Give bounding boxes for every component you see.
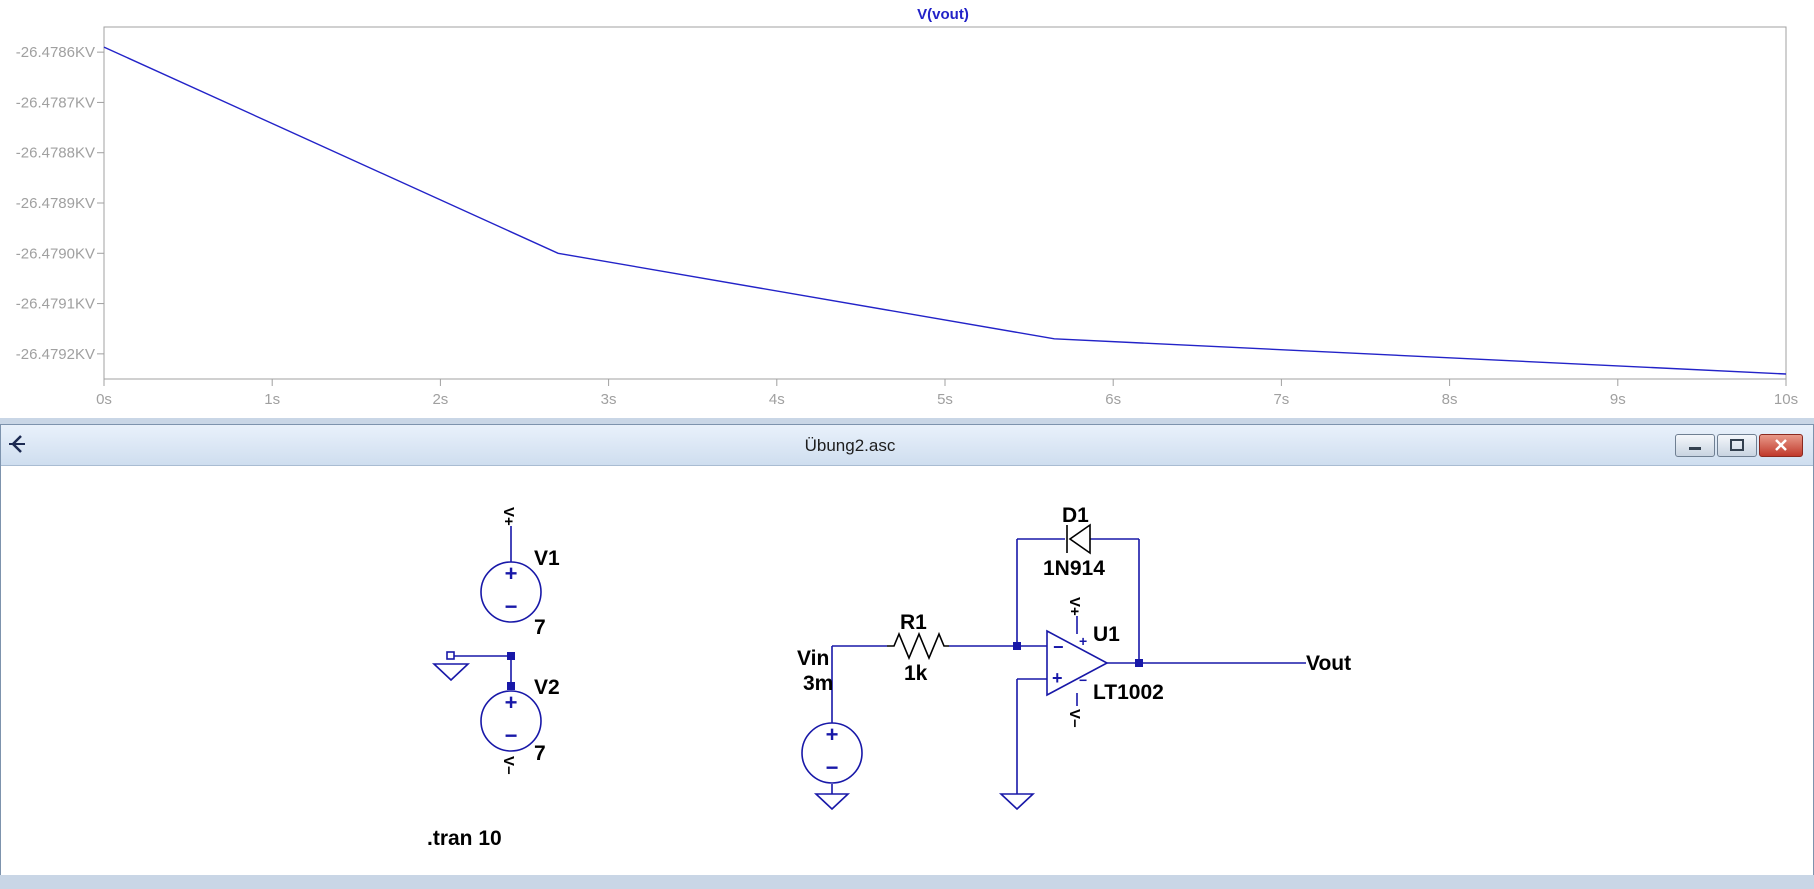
schematic-drawing: + − + − + − − + + − V+ — [427, 504, 1351, 850]
maximize-icon — [1730, 439, 1744, 451]
y-tick-label: -26.4787KV — [16, 94, 95, 111]
y-tick-label: -26.4791KV — [16, 296, 95, 313]
pane-splitter[interactable] — [0, 418, 1814, 424]
trace-label[interactable]: V(vout) — [917, 6, 969, 23]
vin-plus: + — [826, 722, 839, 747]
d1-model[interactable]: 1N914 — [1043, 557, 1105, 580]
junction — [507, 652, 515, 660]
y-tick-label: -26.4788KV — [16, 145, 95, 162]
vin-name[interactable]: Vin — [797, 647, 829, 670]
v2-plus: + — [505, 690, 518, 715]
junction — [507, 682, 515, 690]
series-line-vout[interactable] — [103, 46, 1787, 375]
waveform-viewer[interactable]: V(vout) -26.4786KV-26.4787KV-26.4788KV-2… — [0, 0, 1814, 418]
close-button[interactable] — [1759, 434, 1803, 457]
u1-noninv-sign: + — [1052, 668, 1063, 688]
x-tick-label: 10s — [1774, 391, 1798, 408]
maximize-button[interactable] — [1717, 434, 1757, 457]
window-titlebar[interactable]: Übung2.asc — [1, 425, 1813, 466]
y-tick-label: -26.4792KV — [16, 346, 95, 363]
x-tick-label: 3s — [601, 391, 617, 408]
close-icon — [1775, 439, 1787, 451]
u1-vminus-label[interactable]: V− — [1066, 709, 1083, 728]
minimize-icon — [1689, 447, 1701, 450]
v2-value[interactable]: 7 — [534, 742, 546, 765]
v2-name[interactable]: V2 — [534, 676, 560, 699]
x-tick-label: 6s — [1105, 391, 1121, 408]
u1-vminus-sign: − — [1079, 672, 1087, 688]
x-tick-label: 2s — [432, 391, 448, 408]
x-tick-label: 0s — [96, 391, 112, 408]
x-tick-label: 8s — [1442, 391, 1458, 408]
y-tick-label: -26.4786KV — [16, 44, 95, 61]
minimize-button[interactable] — [1675, 434, 1715, 457]
y-tick-label: -26.4790KV — [16, 245, 95, 262]
r1-name[interactable]: R1 — [900, 611, 927, 634]
v1-name[interactable]: V1 — [534, 547, 560, 570]
x-tick-label: 5s — [937, 391, 953, 408]
ground-symbol[interactable] — [813, 793, 851, 811]
u1-vplus-sign: + — [1079, 633, 1087, 649]
plot-svg: V(vout) -26.4786KV-26.4787KV-26.4788KV-2… — [16, 6, 1798, 408]
voltage-source-v2[interactable] — [480, 690, 542, 752]
x-tick-label: 4s — [769, 391, 785, 408]
traces — [103, 46, 1787, 375]
schematic-window[interactable]: Übung2.asc — [0, 424, 1814, 889]
u1-inv-sign: − — [1053, 637, 1064, 657]
v1-plus: + — [505, 561, 518, 586]
v1-value[interactable]: 7 — [534, 616, 546, 639]
vin-value[interactable]: 3m — [803, 672, 833, 695]
ground-symbol[interactable] — [431, 651, 471, 682]
window-title: Übung2.asc — [804, 436, 896, 455]
x-tick-label: 7s — [1273, 391, 1289, 408]
v2-vminus-label[interactable]: V− — [500, 756, 517, 775]
v2-minus: − — [505, 723, 518, 748]
schematic-canvas[interactable]: + − + − + − − + + − V+ — [1, 466, 1813, 888]
net-label-vout[interactable]: Vout — [1306, 652, 1351, 675]
ltspice-icon[interactable] — [7, 433, 27, 455]
junction — [1013, 642, 1021, 650]
opamp-u1[interactable] — [1046, 629, 1109, 697]
spice-directive[interactable]: .tran 10 — [427, 827, 502, 850]
x-tick-label: 9s — [1610, 391, 1626, 408]
u1-model[interactable]: LT1002 — [1093, 681, 1164, 704]
ground-symbol[interactable] — [998, 793, 1036, 811]
r1-value[interactable]: 1k — [904, 662, 928, 685]
status-strip — [0, 875, 1814, 889]
v1-minus: − — [505, 594, 518, 619]
junction — [1135, 659, 1143, 667]
x-tick-label: 1s — [264, 391, 280, 408]
u1-vplus-label[interactable]: V+ — [1066, 597, 1083, 616]
v1-vplus-label[interactable]: V+ — [500, 507, 517, 526]
d1-name[interactable]: D1 — [1062, 504, 1089, 527]
resistor-r1[interactable] — [887, 631, 949, 661]
y-tick-label: -26.4789KV — [16, 195, 95, 212]
voltage-source-v1[interactable] — [480, 561, 542, 623]
x-axis: 0s 1s 2s 3s 4s 5s 6s 7s 8s 9s 10s — [96, 379, 1798, 408]
vin-minus: − — [826, 755, 839, 780]
voltage-source-vin[interactable] — [801, 722, 863, 784]
diode-d1[interactable] — [1066, 523, 1091, 555]
y-axis: -26.4786KV -26.4787KV -26.4788KV -26.4789KV… — [16, 44, 104, 363]
plot-area[interactable] — [103, 26, 1787, 380]
u1-name[interactable]: U1 — [1093, 623, 1120, 646]
